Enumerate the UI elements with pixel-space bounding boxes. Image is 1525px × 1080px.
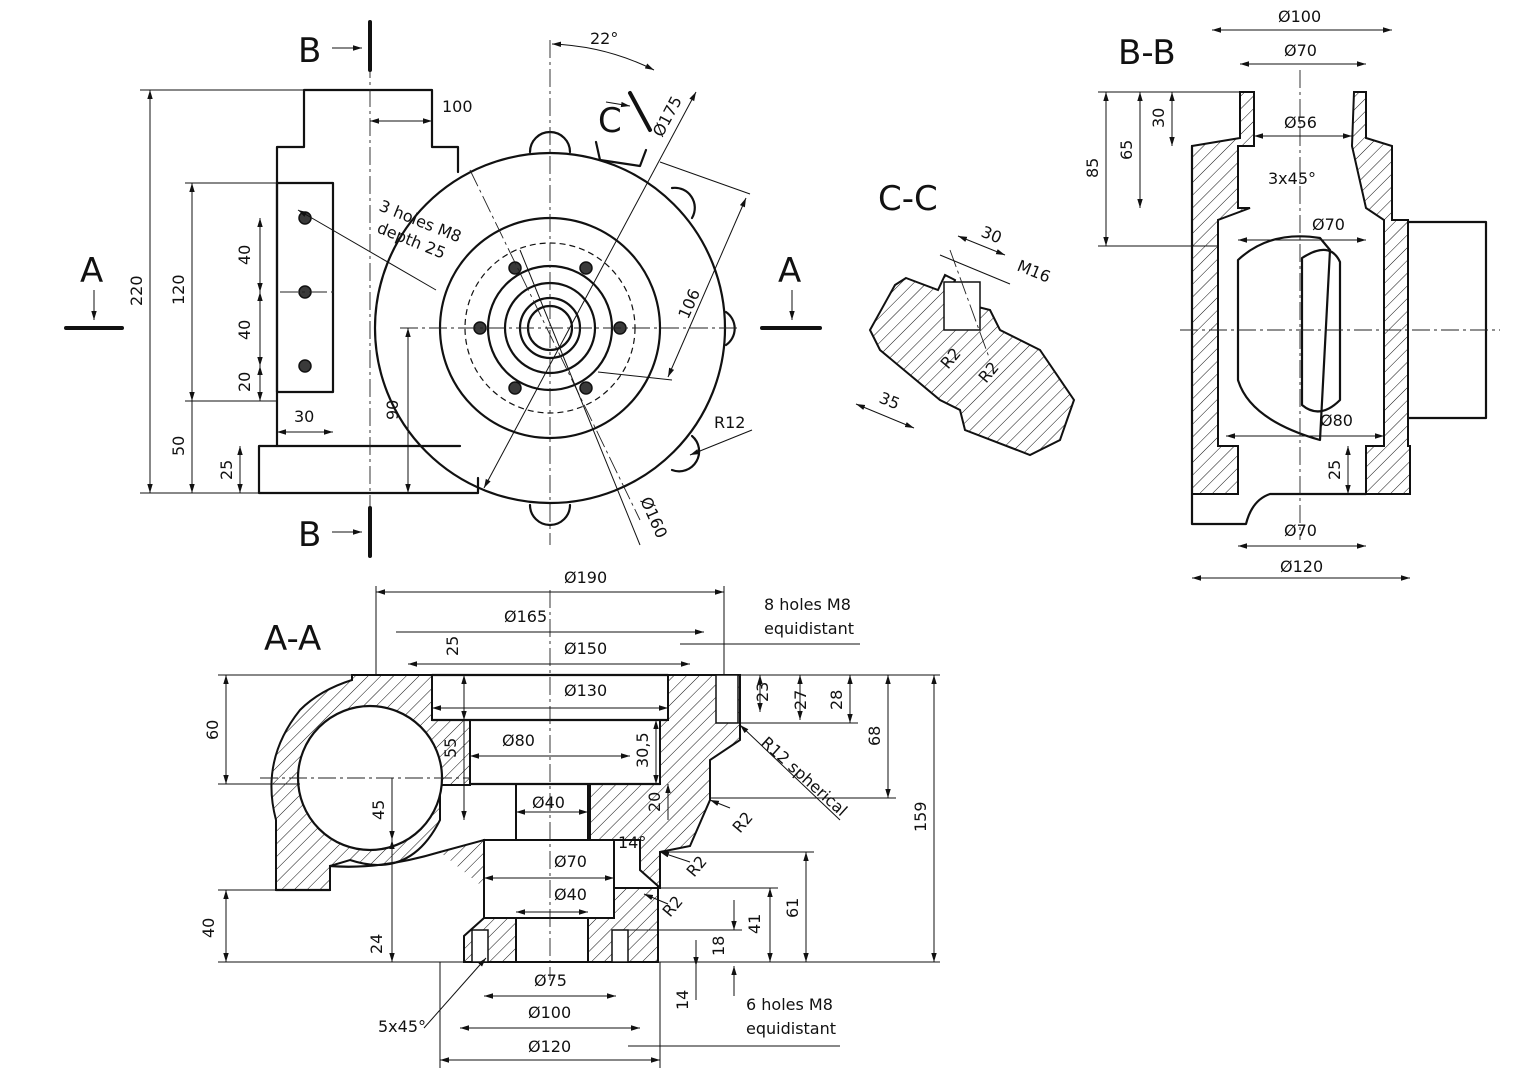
bolt-hole bbox=[579, 381, 593, 395]
aa-dim-dia80: Ø80 bbox=[502, 731, 535, 750]
dim-dia160: Ø160 bbox=[636, 494, 671, 541]
bb-dim-dia56: Ø56 bbox=[1284, 113, 1317, 132]
dim-30: 30 bbox=[294, 407, 314, 426]
aa-dim-24: 24 bbox=[367, 934, 386, 954]
dim-40b: 40 bbox=[235, 320, 254, 340]
aa-dim-r2-b: R2 bbox=[683, 852, 711, 881]
aa-dim-27: 27 bbox=[791, 690, 810, 710]
aa-dim-chamfer: 5x45° bbox=[378, 1017, 426, 1036]
cut-label-a-right: A bbox=[778, 251, 801, 291]
aa-dim-dia190: Ø190 bbox=[564, 568, 607, 587]
bb-dim-85: 85 bbox=[1083, 158, 1102, 178]
dim-120: 120 bbox=[169, 274, 188, 305]
section-cc-title: C-C bbox=[878, 179, 938, 219]
aa-note-6-holes-equidistant: equidistant bbox=[746, 1019, 836, 1038]
cut-label-c: C bbox=[598, 101, 622, 141]
dim-40a: 40 bbox=[235, 245, 254, 265]
section-bb-hatch-left bbox=[1191, 91, 1255, 495]
bb-dim-dia120: Ø120 bbox=[1280, 557, 1323, 576]
section-cc-hatch bbox=[868, 273, 1076, 457]
aa-dim-dia100: Ø100 bbox=[528, 1003, 571, 1022]
top-view: B B A A C 100 220 120 40 40 20 30 50 25 … bbox=[64, 20, 822, 558]
aa-note-8-holes: 8 holes M8 bbox=[764, 595, 851, 614]
cc-dim-30: 30 bbox=[979, 222, 1005, 247]
aa-dim-68: 68 bbox=[865, 726, 884, 746]
aa-dim-r2-a: R2 bbox=[729, 808, 757, 837]
cut-label-b-bottom: B bbox=[298, 515, 321, 555]
dim-50: 50 bbox=[169, 436, 188, 456]
cut-label-a-left: A bbox=[80, 251, 103, 291]
top-view-body-outline bbox=[257, 88, 480, 495]
aa-note-6-holes: 6 holes M8 bbox=[746, 995, 833, 1014]
aa-dim-dia130: Ø130 bbox=[564, 681, 607, 700]
cc-dim-m16: M16 bbox=[1015, 256, 1054, 286]
section-aa-title: A-A bbox=[264, 619, 321, 659]
section-bb-hatch-right bbox=[1350, 91, 1411, 495]
aa-dim-55: 55 bbox=[441, 738, 460, 758]
dim-25: 25 bbox=[217, 460, 236, 480]
dim-20: 20 bbox=[235, 372, 254, 392]
dim-dia175: Ø175 bbox=[649, 93, 686, 140]
aa-dim-28: 28 bbox=[827, 690, 846, 710]
aa-dim-dia70: Ø70 bbox=[554, 852, 587, 871]
cc-dim-35: 35 bbox=[877, 388, 903, 413]
side-hole bbox=[298, 359, 312, 373]
aa-dim-25: 25 bbox=[443, 636, 462, 656]
bb-dim-dia70-bot: Ø70 bbox=[1284, 521, 1317, 540]
cut-label-b-top: B bbox=[298, 31, 321, 71]
bb-dim-30: 30 bbox=[1149, 108, 1168, 128]
bb-dim-dia70-top: Ø70 bbox=[1284, 41, 1317, 60]
aa-dim-61: 61 bbox=[783, 898, 802, 918]
aa-dim-159: 159 bbox=[911, 801, 930, 832]
dim-220: 220 bbox=[127, 275, 146, 306]
bb-dim-dia80: Ø80 bbox=[1320, 411, 1353, 430]
dim-100: 100 bbox=[442, 97, 473, 116]
aa-dim-23: 23 bbox=[753, 682, 772, 702]
bolt-hole bbox=[508, 381, 522, 395]
aa-dim-60: 60 bbox=[203, 720, 222, 740]
dim-r12: R12 bbox=[714, 413, 745, 432]
boss-face bbox=[275, 181, 335, 394]
aa-dim-dia150: Ø150 bbox=[564, 639, 607, 658]
aa-dim-41: 41 bbox=[745, 914, 764, 934]
aa-dim-dia75: Ø75 bbox=[534, 971, 567, 990]
aa-dim-dia120: Ø120 bbox=[528, 1037, 571, 1056]
aa-dim-14deg: 14° bbox=[618, 833, 646, 852]
bb-dim-chamfer: 3x45° bbox=[1268, 169, 1316, 188]
bolt-hole bbox=[508, 261, 522, 275]
bolt-hole bbox=[579, 261, 593, 275]
aa-dim-dia165: Ø165 bbox=[504, 607, 547, 626]
aa-dim-20: 20 bbox=[645, 792, 664, 812]
bb-dim-dia100: Ø100 bbox=[1278, 7, 1321, 26]
aa-dim-45: 45 bbox=[369, 800, 388, 820]
bb-dim-dia70-mid: Ø70 bbox=[1312, 215, 1345, 234]
aa-dim-r2-c: R2 bbox=[659, 892, 687, 921]
aa-dim-dia40-lower: Ø40 bbox=[554, 885, 587, 904]
aa-dim-30-5: 30,5 bbox=[633, 732, 652, 768]
aa-dim-40: 40 bbox=[199, 918, 218, 938]
section-cc: C-C 30 M16 R2 R2 35 bbox=[855, 179, 1076, 457]
aa-note-8-holes-equidistant: equidistant bbox=[764, 619, 854, 638]
bb-dim-65: 65 bbox=[1117, 140, 1136, 160]
aa-dim-18: 18 bbox=[709, 936, 728, 956]
aa-dim-dia40-upper: Ø40 bbox=[532, 793, 565, 812]
section-aa: A-A bbox=[199, 568, 940, 1068]
section-bb: B-B Ø100 Ø70 30 Ø56 65 85 3x45° Ø70 Ø80 … bbox=[1083, 7, 1500, 581]
section-bb-title: B-B bbox=[1118, 33, 1176, 73]
dim-90: 90 bbox=[383, 400, 402, 420]
dim-22deg: 22° bbox=[590, 29, 618, 48]
aa-dim-14: 14 bbox=[673, 990, 692, 1010]
bb-dim-25: 25 bbox=[1325, 460, 1344, 480]
aa-note-r12-spherical: R12 spherical bbox=[757, 733, 851, 820]
